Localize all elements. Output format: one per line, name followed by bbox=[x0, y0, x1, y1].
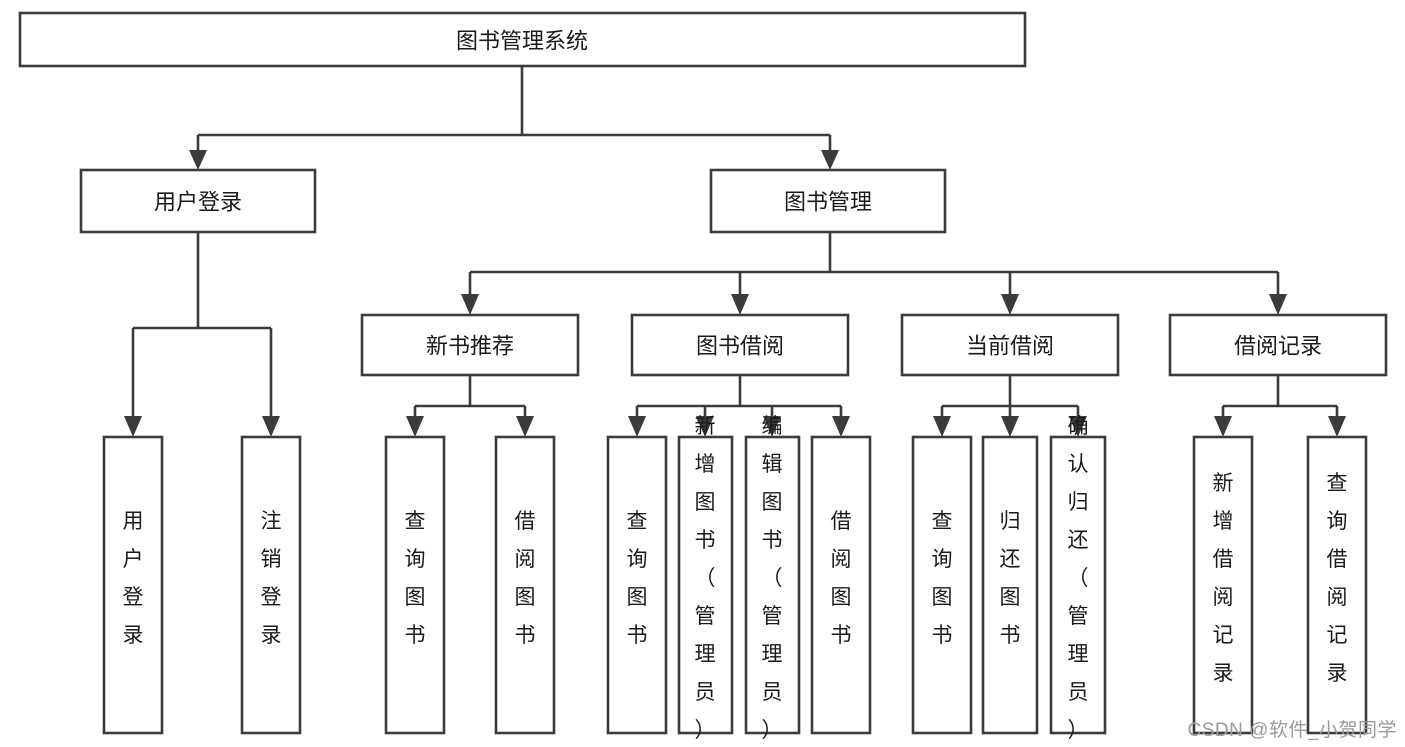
arrowhead-leaf-query-book-3 bbox=[933, 416, 951, 437]
node-leaf-query-book-2-label: 查询图书 bbox=[627, 510, 648, 647]
connector-group-new-book-rec-to-leaves bbox=[406, 375, 534, 437]
node-book-manage-box[interactable] bbox=[709, 168, 947, 234]
arrowhead-book-manage bbox=[821, 150, 839, 170]
connector-group-user-login-to-leaves bbox=[124, 232, 280, 437]
node-root-box[interactable] bbox=[18, 11, 1027, 68]
arrowhead-leaf-add-book bbox=[696, 416, 714, 437]
node-new-book-rec-label: 新书推荐 bbox=[426, 334, 514, 359]
arrowhead-leaf-user-logout bbox=[262, 416, 280, 437]
node-leaf-query-book-1-label: 查询图书 bbox=[405, 510, 426, 647]
node-leaf-add-record-label: 新增借阅记录 bbox=[1213, 472, 1234, 685]
node-book-manage-label: 图书管理 bbox=[784, 190, 872, 215]
node-leaf-user-logout-box[interactable] bbox=[240, 435, 302, 735]
node-book-borrow[interactable]: 图书借阅 bbox=[630, 313, 850, 377]
node-leaf-edit-book-box[interactable] bbox=[744, 435, 801, 735]
node-leaf-confirm-return[interactable]: 确认归还（管理员） bbox=[1049, 415, 1107, 742]
connector-group-root-to-level2 bbox=[189, 66, 839, 170]
node-leaf-query-book-3[interactable]: 查询图书 bbox=[911, 435, 973, 735]
arrowhead-leaf-query-book-2 bbox=[628, 416, 646, 437]
node-user-login-label: 用户登录 bbox=[154, 190, 242, 215]
arrowhead-current-borrow bbox=[1001, 294, 1019, 315]
arrowhead-leaf-user-login bbox=[124, 416, 142, 437]
arrowhead-leaf-query-record bbox=[1328, 416, 1346, 437]
arrowhead-leaf-borrow-book-2 bbox=[832, 416, 850, 437]
node-leaf-borrow-book-2-label: 借阅图书 bbox=[831, 510, 852, 647]
node-leaf-query-record-label: 查询借阅记录 bbox=[1327, 472, 1348, 685]
connector-group-borrow-record-to-leaves bbox=[1214, 375, 1346, 437]
node-leaf-user-login[interactable]: 用户登录 bbox=[102, 435, 164, 735]
node-leaf-user-logout[interactable]: 注销登录 bbox=[240, 435, 302, 735]
arrowhead-leaf-return-book bbox=[1001, 416, 1019, 437]
arrowhead-user-login bbox=[189, 150, 207, 170]
node-leaf-query-book-2[interactable]: 查询图书 bbox=[606, 435, 668, 735]
node-root-label: 图书管理系统 bbox=[456, 29, 588, 54]
node-leaf-confirm-return-box[interactable] bbox=[1049, 435, 1107, 735]
node-leaf-edit-book-label: 编辑图书（管理员） bbox=[762, 415, 783, 742]
node-leaf-query-record-box[interactable] bbox=[1306, 435, 1368, 735]
node-borrow-record[interactable]: 借阅记录 bbox=[1168, 313, 1388, 377]
arrowhead-leaf-borrow-book-1 bbox=[516, 416, 534, 437]
node-user-login[interactable]: 用户登录 bbox=[79, 168, 317, 234]
node-leaf-user-login-box[interactable] bbox=[102, 435, 164, 735]
node-leaf-user-login-label: 用户登录 bbox=[123, 510, 144, 647]
node-leaf-return-book[interactable]: 归还图书 bbox=[981, 435, 1039, 735]
node-leaf-query-book-1-box[interactable] bbox=[384, 435, 446, 735]
arrowhead-leaf-edit-book bbox=[763, 416, 781, 437]
node-leaf-query-book-2-box[interactable] bbox=[606, 435, 668, 735]
node-leaf-borrow-book-2-box[interactable] bbox=[810, 435, 872, 735]
node-new-book-rec[interactable]: 新书推荐 bbox=[360, 313, 580, 377]
node-leaf-add-record-box[interactable] bbox=[1192, 435, 1254, 735]
node-leaf-borrow-book-1-label: 借阅图书 bbox=[515, 510, 536, 647]
node-leaf-add-record[interactable]: 新增借阅记录 bbox=[1192, 435, 1254, 735]
node-leaf-query-record[interactable]: 查询借阅记录 bbox=[1306, 435, 1368, 735]
arrowhead-book-borrow bbox=[731, 294, 749, 315]
node-leaf-add-book[interactable]: 新增图书（管理员） bbox=[677, 415, 734, 742]
node-leaf-borrow-book-1[interactable]: 借阅图书 bbox=[494, 435, 556, 735]
node-leaf-return-book-label: 归还图书 bbox=[1000, 510, 1021, 647]
node-leaf-add-book-box[interactable] bbox=[677, 435, 734, 735]
node-current-borrow-box[interactable] bbox=[900, 313, 1120, 377]
node-leaf-query-book-3-box[interactable] bbox=[911, 435, 973, 735]
node-leaf-borrow-book-2[interactable]: 借阅图书 bbox=[810, 435, 872, 735]
node-user-login-box[interactable] bbox=[79, 168, 317, 234]
node-current-borrow[interactable]: 当前借阅 bbox=[900, 313, 1120, 377]
node-leaf-query-book-3-label: 查询图书 bbox=[932, 510, 953, 647]
arrowhead-leaf-confirm-return bbox=[1069, 416, 1087, 437]
node-leaf-edit-book[interactable]: 编辑图书（管理员） bbox=[744, 415, 801, 742]
node-current-borrow-label: 当前借阅 bbox=[966, 334, 1054, 359]
connector-group-current-borrow-to-leaves bbox=[933, 375, 1087, 437]
arrowhead-new-book-rec bbox=[461, 294, 479, 315]
node-leaf-user-logout-label: 注销登录 bbox=[261, 510, 282, 647]
node-leaf-confirm-return-label: 确认归还（管理员） bbox=[1068, 415, 1089, 742]
node-book-borrow-label: 图书借阅 bbox=[696, 334, 784, 359]
node-borrow-record-box[interactable] bbox=[1168, 313, 1388, 377]
node-leaf-borrow-book-1-box[interactable] bbox=[494, 435, 556, 735]
node-leaf-query-book-1[interactable]: 查询图书 bbox=[384, 435, 446, 735]
node-leaf-return-book-box[interactable] bbox=[981, 435, 1039, 735]
node-book-borrow-box[interactable] bbox=[630, 313, 850, 377]
node-new-book-rec-box[interactable] bbox=[360, 313, 580, 377]
arrowhead-leaf-add-record bbox=[1214, 416, 1232, 437]
arrowhead-borrow-record bbox=[1269, 294, 1287, 315]
node-book-manage[interactable]: 图书管理 bbox=[709, 168, 947, 234]
connector-group-book-borrow-to-leaves bbox=[628, 375, 850, 437]
node-leaf-add-book-label: 新增图书（管理员） bbox=[695, 415, 716, 742]
node-root[interactable]: 图书管理系统 bbox=[18, 11, 1027, 68]
node-borrow-record-label: 借阅记录 bbox=[1234, 334, 1322, 359]
connector-group-book-manage-to-level3 bbox=[461, 232, 1287, 315]
arrowhead-leaf-query-book-1 bbox=[406, 416, 424, 437]
